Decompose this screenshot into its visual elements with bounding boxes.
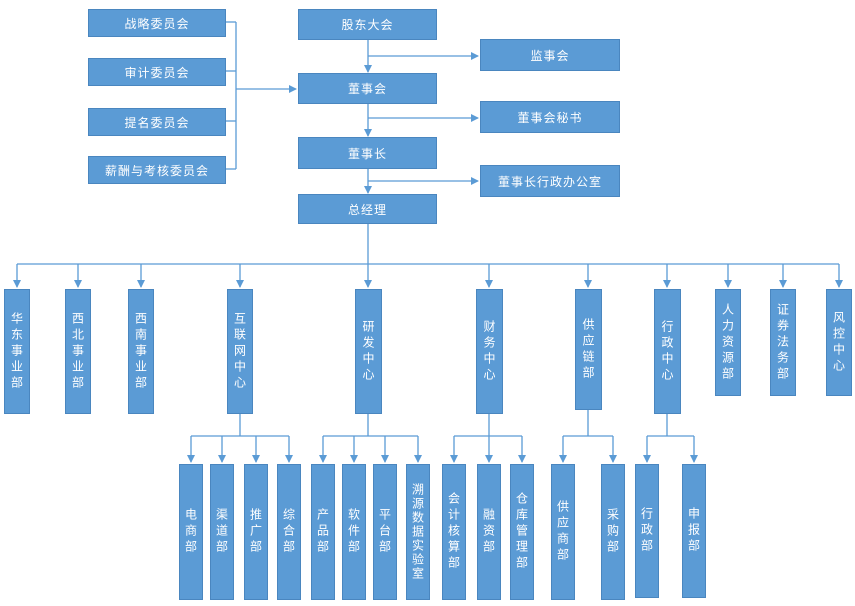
dept-risk-control: 风控中心 xyxy=(826,289,852,396)
committee-nomination: 提名委员会 xyxy=(88,108,226,136)
dept-northwest: 西北事业部 xyxy=(65,289,91,414)
committee-strategy: 战略委员会 xyxy=(88,9,226,37)
sub-platform: 平台部 xyxy=(373,464,397,600)
sub-general: 综合部 xyxy=(277,464,301,600)
dept-east-china: 华东事业部 xyxy=(4,289,30,414)
sub-ecommerce: 电商部 xyxy=(179,464,203,600)
general-manager: 总经理 xyxy=(298,194,437,224)
chairman: 董事长 xyxy=(298,137,437,169)
sub-channel: 渠道部 xyxy=(210,464,234,600)
supervisory-board: 监事会 xyxy=(480,39,620,71)
board-of-directors: 董事会 xyxy=(298,73,437,104)
dept-southwest: 西南事业部 xyxy=(128,289,154,414)
dept-supply-chain: 供应链部 xyxy=(575,289,602,410)
sub-software: 软件部 xyxy=(342,464,366,600)
sub-administration: 行政部 xyxy=(635,464,659,598)
sub-promotion: 推广部 xyxy=(244,464,268,600)
dept-finance-center: 财务中心 xyxy=(476,289,503,414)
dept-admin-center: 行政中心 xyxy=(654,289,681,414)
chairman-office: 董事长行政办公室 xyxy=(480,165,620,197)
sub-declaration: 申报部 xyxy=(682,464,706,598)
sub-warehouse: 仓库管理部 xyxy=(510,464,534,600)
sub-financing: 融资部 xyxy=(477,464,501,600)
sub-accounting: 会计核算部 xyxy=(442,464,466,600)
sub-traceability-lab: 溯源数据实验室 xyxy=(406,464,430,600)
committee-audit: 审计委员会 xyxy=(88,58,226,86)
dept-securities-legal: 证券法务部 xyxy=(770,289,796,396)
sub-supplier: 供应商部 xyxy=(551,464,575,600)
dept-hr: 人力资源部 xyxy=(715,289,741,396)
sub-product: 产品部 xyxy=(311,464,335,600)
shareholders-meeting: 股东大会 xyxy=(298,9,437,40)
dept-internet-center: 互联网中心 xyxy=(227,289,253,414)
committee-compensation: 薪酬与考核委员会 xyxy=(88,156,226,184)
sub-purchasing: 采购部 xyxy=(601,464,625,600)
dept-rnd-center: 研发中心 xyxy=(355,289,382,414)
board-secretary: 董事会秘书 xyxy=(480,101,620,133)
